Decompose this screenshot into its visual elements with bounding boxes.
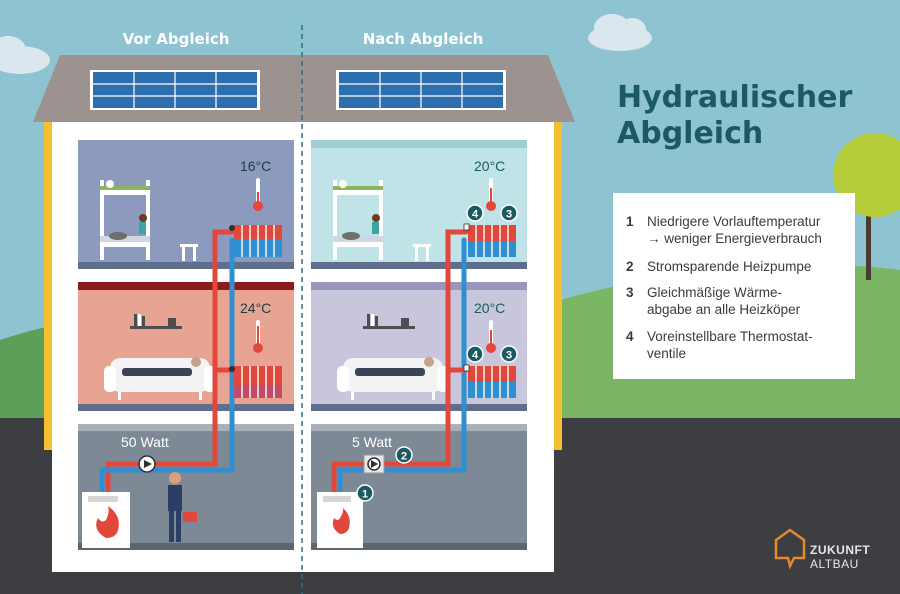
- cloud-right: [588, 14, 652, 51]
- technician-figure: [168, 472, 197, 542]
- legend-text: Niedrigere Vorlauftemperatur: [647, 214, 821, 229]
- logo-line-2: ALTBAU: [810, 557, 859, 571]
- pipes-left: [99, 229, 235, 495]
- svg-text:2: 2: [401, 451, 407, 463]
- radiator-top-right: [463, 223, 516, 257]
- title-line-2: Abgleich: [617, 116, 764, 151]
- solar-panel-left: [90, 70, 260, 110]
- temp-top-left: 16°C: [240, 158, 272, 174]
- radiator-top-left: [229, 225, 282, 257]
- legend-text: abgabe an alle Heizköper: [647, 302, 801, 317]
- legend-text: Voreinstellbare Thermostat-: [647, 329, 813, 344]
- temp-mid-left: 24°C: [240, 300, 272, 316]
- thermometer-mid-right: [486, 320, 496, 353]
- svg-text:3: 3: [506, 350, 512, 362]
- thermometer-top-left: [253, 178, 263, 211]
- legend-text: ventile: [647, 346, 687, 361]
- marker-3-mid: 3: [500, 345, 518, 363]
- pipes-right: [331, 229, 469, 495]
- marker-3-top: 3: [500, 204, 518, 222]
- shelf-right: [363, 314, 415, 329]
- zukunft-altbau-logo-icon: [774, 528, 806, 570]
- legend-number: 2: [626, 259, 634, 274]
- stool-right: [413, 244, 431, 261]
- label-after-balancing: Nach Abgleich: [362, 30, 484, 48]
- svg-text:1: 1: [362, 489, 368, 501]
- stool-left: [180, 244, 198, 261]
- legend-number: 4: [626, 329, 634, 344]
- legend-text: → weniger Energieverbrauch: [647, 231, 822, 246]
- radiator-mid-right: [463, 364, 516, 398]
- legend-text: Gleichmäßige Wärme-: [647, 285, 783, 300]
- cloud-left: [0, 36, 50, 74]
- label-before-balancing: Vor Abgleich: [122, 30, 230, 48]
- boiler-left: [82, 492, 130, 548]
- logo-line-1: ZUKUNFT: [810, 543, 871, 557]
- marker-4-top: 4: [466, 204, 484, 222]
- thermometer-top-right: [486, 178, 496, 211]
- legend-number: 3: [626, 285, 634, 300]
- marker-4-mid: 4: [466, 345, 484, 363]
- page-title: Hydraulischer Abgleich: [617, 80, 852, 152]
- pump-power-left: 50 Watt: [121, 434, 169, 450]
- title-line-1: Hydraulischer: [617, 80, 853, 115]
- child-figure-right: [372, 214, 380, 234]
- pump-left: [138, 455, 156, 473]
- solar-panel-right: [336, 70, 506, 110]
- thermometer-mid-left: [253, 320, 263, 353]
- child-figure-left: [139, 214, 147, 234]
- svg-text:3: 3: [506, 209, 512, 221]
- logo-text: ZUKUNFT ALTBAU: [810, 543, 870, 571]
- legend-panel: 1 Niedrigere Vorlauftemperatur → weniger …: [613, 193, 855, 379]
- boiler-right: [317, 492, 363, 548]
- bunk-bed-right: [333, 180, 383, 260]
- legend-number: 1: [626, 214, 634, 229]
- pump-power-right: 5 Watt: [352, 434, 392, 450]
- radiator-mid-left: [229, 366, 282, 398]
- temp-mid-right: 20°C: [474, 300, 506, 316]
- bunk-bed-left: [100, 180, 150, 260]
- legend-text: Stromsparende Heizpumpe: [647, 259, 812, 274]
- marker-2: 2: [395, 446, 413, 464]
- shelf-left: [130, 314, 182, 329]
- svg-text:4: 4: [472, 209, 479, 221]
- marker-1: 1: [356, 484, 374, 502]
- temp-top-right: 20°C: [474, 158, 506, 174]
- pump-right: [363, 454, 385, 474]
- svg-text:4: 4: [472, 350, 479, 362]
